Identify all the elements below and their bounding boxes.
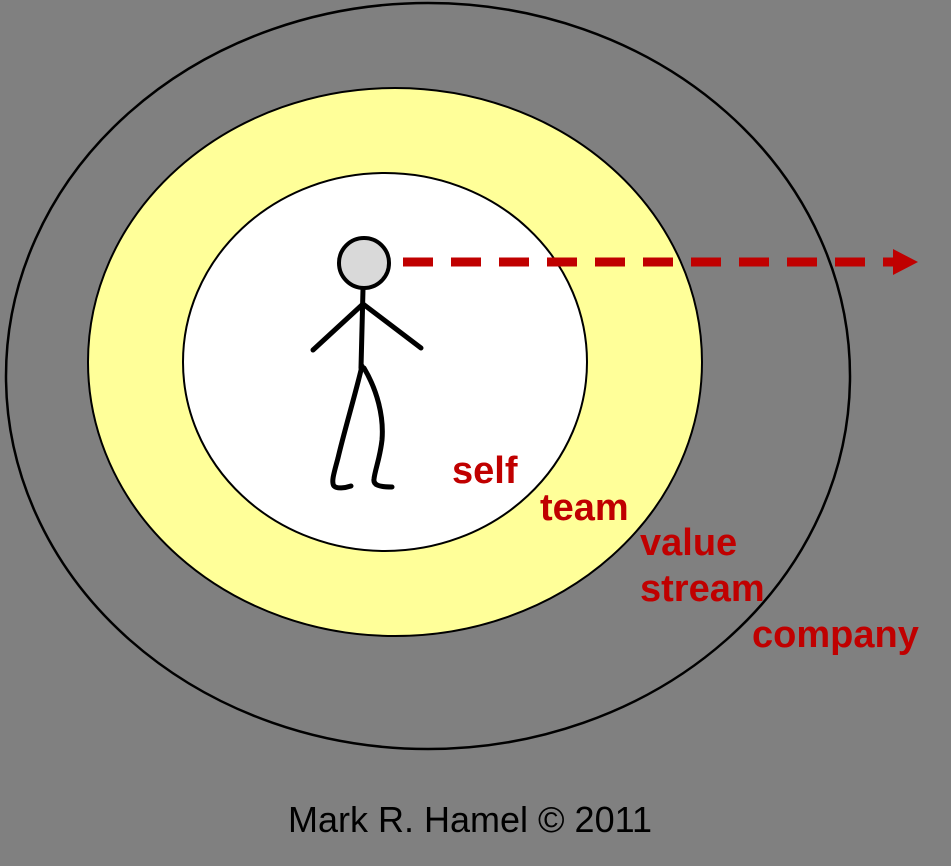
ring-label-company: company [752, 614, 919, 656]
stick-person-torso [358, 286, 366, 371]
stick-person-arms [310, 301, 424, 353]
dashed-arrow-head [893, 249, 918, 275]
stick-person-left-leg [330, 363, 365, 491]
ring-label-self: self [452, 450, 518, 492]
ring-self [182, 172, 588, 552]
stick-person-head [337, 236, 391, 290]
dashed-arrow-right-icon [403, 249, 918, 275]
stick-person-right-leg [361, 365, 395, 490]
copyright-text: Mark R. Hamel © 2011 [288, 799, 652, 840]
stick-person-icon [310, 236, 424, 491]
ring-label-value-stream: value stream [640, 522, 765, 611]
ring-label-team: team [540, 487, 629, 529]
